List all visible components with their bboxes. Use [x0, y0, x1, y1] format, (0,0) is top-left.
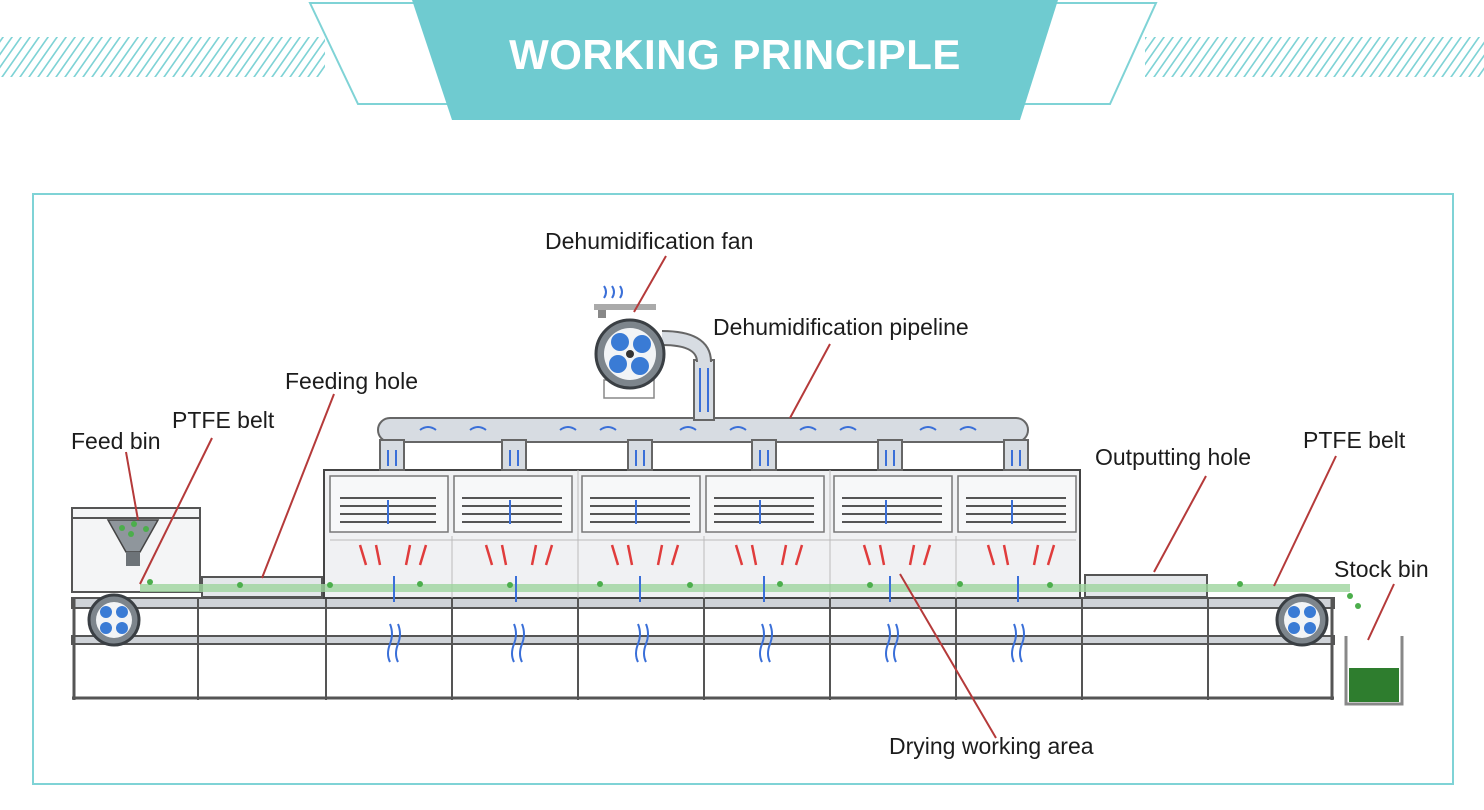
- label-feeding-hole: Feeding hole: [285, 368, 418, 394]
- diagram-frame: [32, 193, 1454, 785]
- fan-icon: [594, 304, 666, 399]
- header-decoration: [0, 0, 1484, 120]
- bin-icon: [1344, 636, 1404, 706]
- label-stock-bin: Stock bin: [1334, 556, 1429, 582]
- material-on-belt: [140, 579, 1361, 609]
- label-outputting-hole: Outputting hole: [1095, 444, 1252, 470]
- airflow-arrows: [387, 285, 1025, 663]
- conveyor-frame: [71, 597, 1335, 700]
- label-dehumidification-fan: Dehumidification fan: [545, 228, 754, 254]
- hopper-icon: [106, 519, 160, 566]
- left-hatch: [0, 37, 325, 77]
- leader-lines: [125, 255, 1395, 739]
- label-drying-working-area: Drying working area: [889, 733, 1094, 759]
- drying-chamber: [323, 469, 1081, 599]
- page-title: WORKING PRINCIPLE: [509, 31, 961, 78]
- label-ptfe-belt-left: PTFE belt: [172, 407, 275, 433]
- label-dehumidification-pipeline: Dehumidification pipeline: [713, 314, 969, 340]
- microwave-rays: [358, 544, 1056, 566]
- label-feed-bin: Feed bin: [71, 428, 161, 454]
- dehumidification-pipeline: [377, 330, 1029, 471]
- roller-icon: [1275, 593, 1329, 647]
- roller-icon: [87, 593, 141, 647]
- right-hatch: [1145, 37, 1484, 77]
- title-band: [412, 0, 1058, 120]
- label-ptfe-belt-right: PTFE belt: [1303, 427, 1406, 453]
